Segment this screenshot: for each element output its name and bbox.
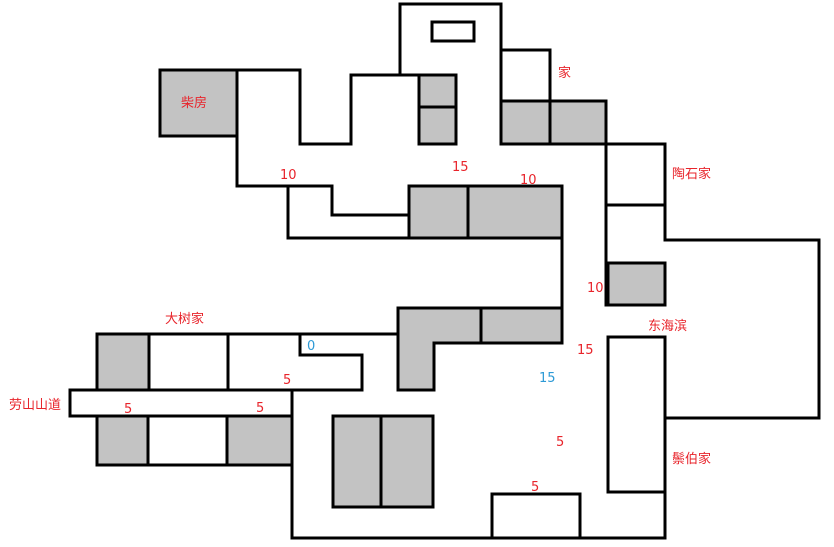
number-0-blue: 0 <box>307 339 315 354</box>
room-jia-right <box>548 99 608 146</box>
number-5-laoshan-right: 5 <box>256 401 264 416</box>
room-center-l <box>396 306 483 392</box>
room-dashu-left <box>95 332 151 392</box>
room-dashu-mid <box>147 332 230 392</box>
number-labels: 10 15 10 10 15 15 0 5 5 5 5 5 <box>124 160 604 495</box>
room-center-right <box>479 306 564 345</box>
place-labels: 柴房 家 陶石家 东海滨 劳山山道 大树家 鬃伯家 <box>9 65 711 467</box>
number-5-dashu: 5 <box>283 373 291 388</box>
number-15-east: 15 <box>577 343 594 358</box>
north-tower-window <box>430 20 476 43</box>
room-north-small-bottom <box>417 105 458 146</box>
number-15-blue: 15 <box>539 371 556 386</box>
wall-upper-inner <box>286 184 411 217</box>
label-binbo: 鬃伯家 <box>672 451 711 467</box>
label-jia: 家 <box>558 65 571 81</box>
room-upper-corridor-a <box>407 184 470 240</box>
label-laoshan: 劳山山道 <box>9 397 61 413</box>
room-lower-center-a <box>331 414 383 509</box>
number-15-upper: 15 <box>452 160 469 175</box>
room-laoshan-right <box>225 414 294 467</box>
label-taoshi: 陶石家 <box>672 166 711 182</box>
room-lower-center-b <box>379 414 435 509</box>
label-chaifang: 柴房 <box>181 95 207 111</box>
wall-south-room <box>490 492 582 540</box>
room-upper-corridor-b <box>466 184 564 240</box>
room-north-small-top <box>417 73 458 109</box>
number-5-lower-mid: 5 <box>556 435 564 450</box>
number-10-east: 10 <box>587 281 604 296</box>
label-dashu: 大树家 <box>165 311 204 327</box>
shaded-rooms <box>95 68 667 509</box>
room-jia-left <box>499 99 552 146</box>
room-chaifang <box>158 68 239 138</box>
room-laoshan-mid <box>146 414 229 467</box>
label-dongxu: 东海滨 <box>648 318 687 334</box>
number-10-upper-left: 10 <box>280 168 297 183</box>
number-5-lower-south: 5 <box>531 480 539 495</box>
number-10-upper-right: 10 <box>520 173 537 188</box>
number-5-laoshan-left: 5 <box>124 402 132 417</box>
wall-east-room <box>606 335 667 494</box>
room-laoshan-left <box>95 414 150 467</box>
room-taoshi-lower <box>606 261 667 307</box>
wall-east-upper <box>604 99 821 540</box>
